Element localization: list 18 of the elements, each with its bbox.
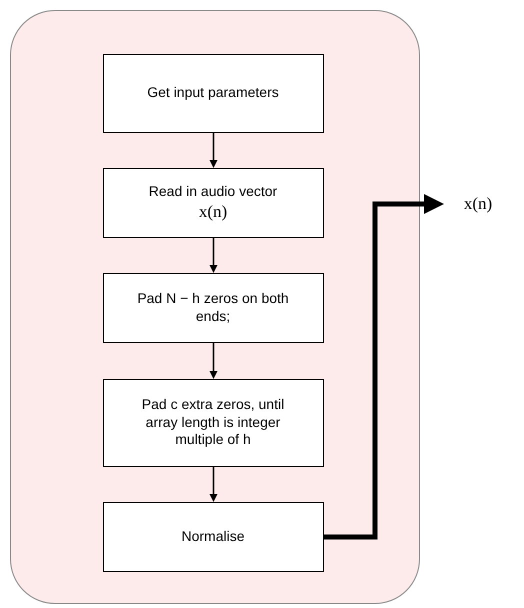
container-panel	[10, 10, 420, 604]
output-label: x(n)	[450, 192, 506, 216]
arrow	[324, 194, 444, 540]
arrow	[210, 467, 218, 502]
step-text: Read in audio vector	[148, 183, 278, 201]
step-text: Normalise	[181, 528, 244, 546]
arrow	[210, 238, 218, 273]
step-text: Pad c extra zeros, until array length is integer multiple of h	[140, 396, 286, 449]
process-box	[102, 168, 324, 238]
process-box	[102, 502, 324, 572]
step-text: Pad N − h zeros on both ends;	[136, 290, 290, 325]
step-text: Get input parameters	[147, 84, 279, 102]
process-box	[102, 272, 324, 342]
process-box	[102, 378, 324, 466]
process-box	[102, 54, 324, 132]
arrow	[210, 343, 218, 379]
math-label: x(n)	[198, 200, 228, 222]
arrow	[210, 133, 218, 168]
